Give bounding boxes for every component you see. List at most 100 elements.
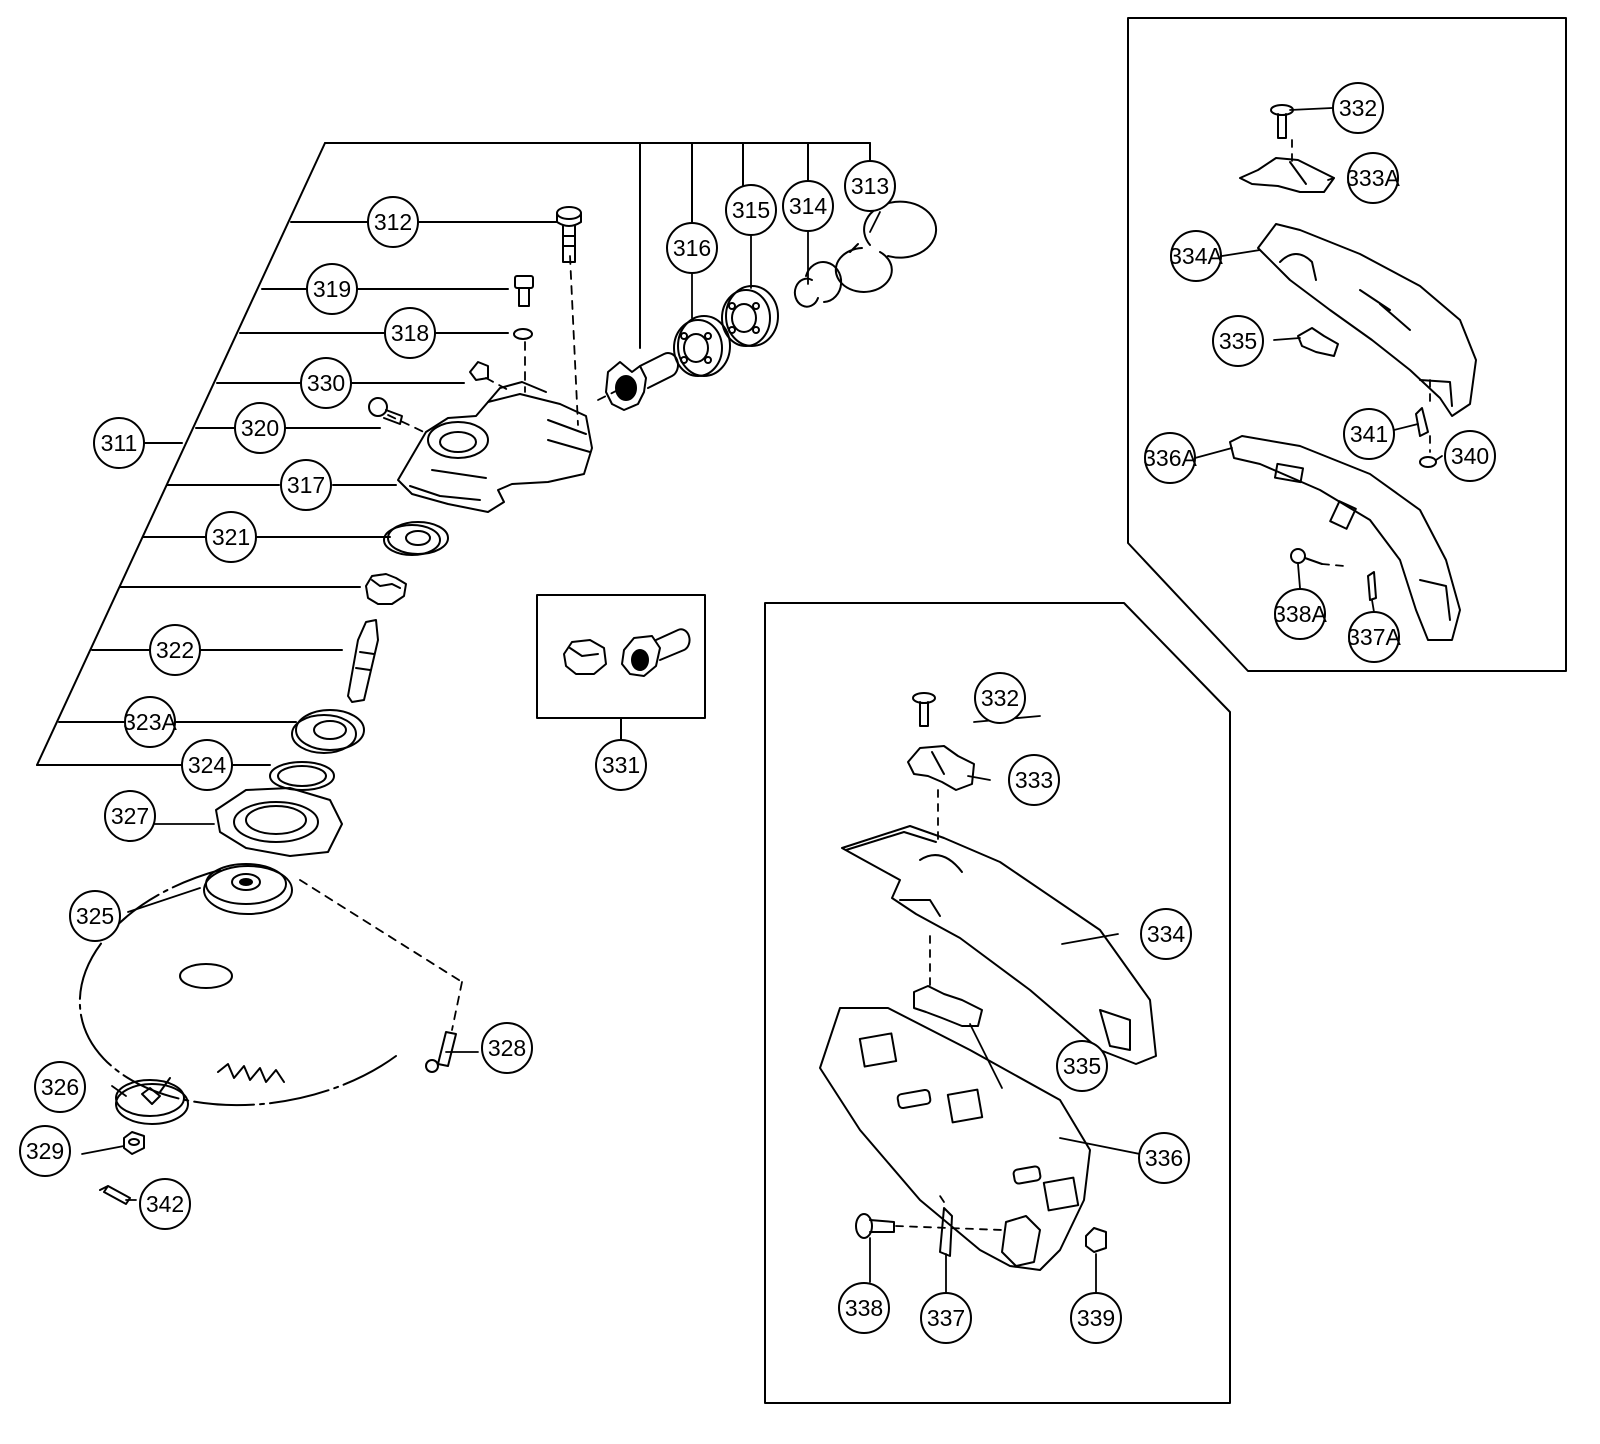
bolt-319 [514, 275, 534, 307]
callout-323A: 323A [123, 696, 178, 748]
svg-text:340: 340 [1451, 443, 1489, 469]
svg-text:326: 326 [41, 1074, 79, 1100]
bevel-gear [365, 573, 407, 605]
callout-315: 315 [725, 184, 777, 236]
svg-text:318: 318 [391, 320, 429, 346]
svg-text:313: 313 [851, 173, 889, 199]
svg-text:319: 319 [313, 276, 351, 302]
callout-329: 329 [19, 1125, 71, 1177]
circlip-314 [793, 261, 843, 308]
callout-a332: 332 [1332, 82, 1384, 134]
svg-text:324: 324 [188, 752, 227, 778]
callout-g334: 334 [1140, 908, 1192, 960]
shaft-322 [347, 619, 379, 703]
gear-set-inset-331 [536, 594, 706, 741]
callout-330: 330 [300, 357, 352, 409]
svg-text:327: 327 [111, 803, 149, 829]
svg-text:342: 342 [146, 1191, 184, 1217]
svg-text:320: 320 [241, 415, 279, 441]
bearing-315 [721, 285, 779, 347]
clip-337A [1367, 571, 1377, 601]
svg-text:314: 314 [789, 193, 828, 219]
callout-313: 313 [844, 160, 896, 212]
clamp-a335 [1297, 327, 1339, 357]
bolt-312 [556, 206, 582, 263]
svg-text:339: 339 [1077, 1305, 1115, 1331]
svg-text:333: 333 [1015, 767, 1053, 793]
svg-text:337: 337 [927, 1305, 965, 1331]
alt-guard-box-outline [1127, 17, 1567, 672]
svg-text:332: 332 [981, 685, 1019, 711]
nut-339 [1085, 1227, 1107, 1253]
bearing-321 [383, 521, 449, 556]
svg-text:338: 338 [845, 1295, 883, 1321]
svg-text:328: 328 [488, 1035, 526, 1061]
guard-plate-336 [819, 1007, 1091, 1271]
callout-leaders [81, 107, 1443, 1295]
fastener-340 [1419, 456, 1437, 468]
screw-320 [368, 397, 403, 425]
clip-341 [1415, 407, 1429, 437]
svg-text:317: 317 [287, 472, 325, 498]
clip-337 [939, 1207, 953, 1257]
flange-326 [115, 1077, 189, 1125]
circlip-313 [834, 200, 938, 293]
guard-334 [841, 825, 1157, 1065]
svg-text:334A: 334A [1169, 243, 1223, 269]
clamp-333A [1239, 157, 1335, 193]
callout-a338A: 338A [1273, 588, 1328, 640]
guard-box-outline [764, 602, 1231, 1404]
svg-text:335: 335 [1219, 328, 1257, 354]
svg-text:338A: 338A [1273, 601, 1327, 627]
guard-334A [1257, 223, 1477, 417]
svg-text:311: 311 [101, 430, 138, 456]
bearing-316 [673, 315, 731, 377]
guard-plate-336A [1229, 435, 1461, 641]
callout-g338: 338 [838, 1282, 890, 1334]
svg-text:331: 331 [602, 752, 640, 778]
washer-318 [513, 328, 533, 340]
flange-325 [203, 863, 293, 915]
callout-319: 319 [306, 263, 358, 315]
callout-320: 320 [234, 402, 286, 454]
screw-332 [912, 692, 936, 727]
callout-327: 327 [104, 790, 156, 842]
callout-a341: 341 [1343, 408, 1395, 460]
callout-g337: 337 [920, 1292, 972, 1344]
callout-a333A: 333A [1346, 152, 1401, 204]
bracket-lines [36, 142, 871, 766]
callouts: 311 312 313 314 315 316 317 318 319 320 … [19, 82, 1496, 1344]
callout-g336: 336 [1138, 1132, 1190, 1184]
callout-322: 322 [149, 624, 201, 676]
gearbox-assembly-group [36, 142, 938, 1205]
svg-text:315: 315 [732, 197, 770, 223]
svg-text:335: 335 [1063, 1053, 1101, 1079]
svg-text:329: 329 [26, 1138, 64, 1164]
cover-327 [215, 787, 343, 857]
guard-assembly-group [764, 602, 1231, 1404]
svg-text:312: 312 [374, 209, 412, 235]
clamp-335 [913, 985, 983, 1027]
svg-text:333A: 333A [1346, 165, 1400, 191]
svg-text:330: 330 [307, 370, 345, 396]
clamp-333 [907, 745, 975, 791]
callout-a334A: 334A [1169, 230, 1224, 282]
callout-324: 324 [181, 739, 233, 791]
alt-guard-dashes [1291, 139, 1431, 567]
callout-g333: 333 [1008, 754, 1060, 806]
callout-a336A: 336A [1143, 432, 1198, 484]
callout-a340: 340 [1444, 430, 1496, 482]
svg-text:323A: 323A [123, 709, 177, 735]
guard-dashes [895, 789, 1003, 1231]
callout-326: 326 [34, 1061, 86, 1113]
callout-g335: 335 [1056, 1040, 1108, 1092]
svg-text:336A: 336A [1143, 445, 1197, 471]
bolt-338 [855, 1213, 895, 1239]
callout-316: 316 [666, 222, 718, 274]
callout-318: 318 [384, 307, 436, 359]
callout-331: 331 [595, 739, 647, 791]
svg-text:337A: 337A [1347, 624, 1401, 650]
svg-text:336: 336 [1145, 1145, 1183, 1171]
pinion-gear [605, 352, 679, 411]
callout-317: 317 [280, 459, 332, 511]
